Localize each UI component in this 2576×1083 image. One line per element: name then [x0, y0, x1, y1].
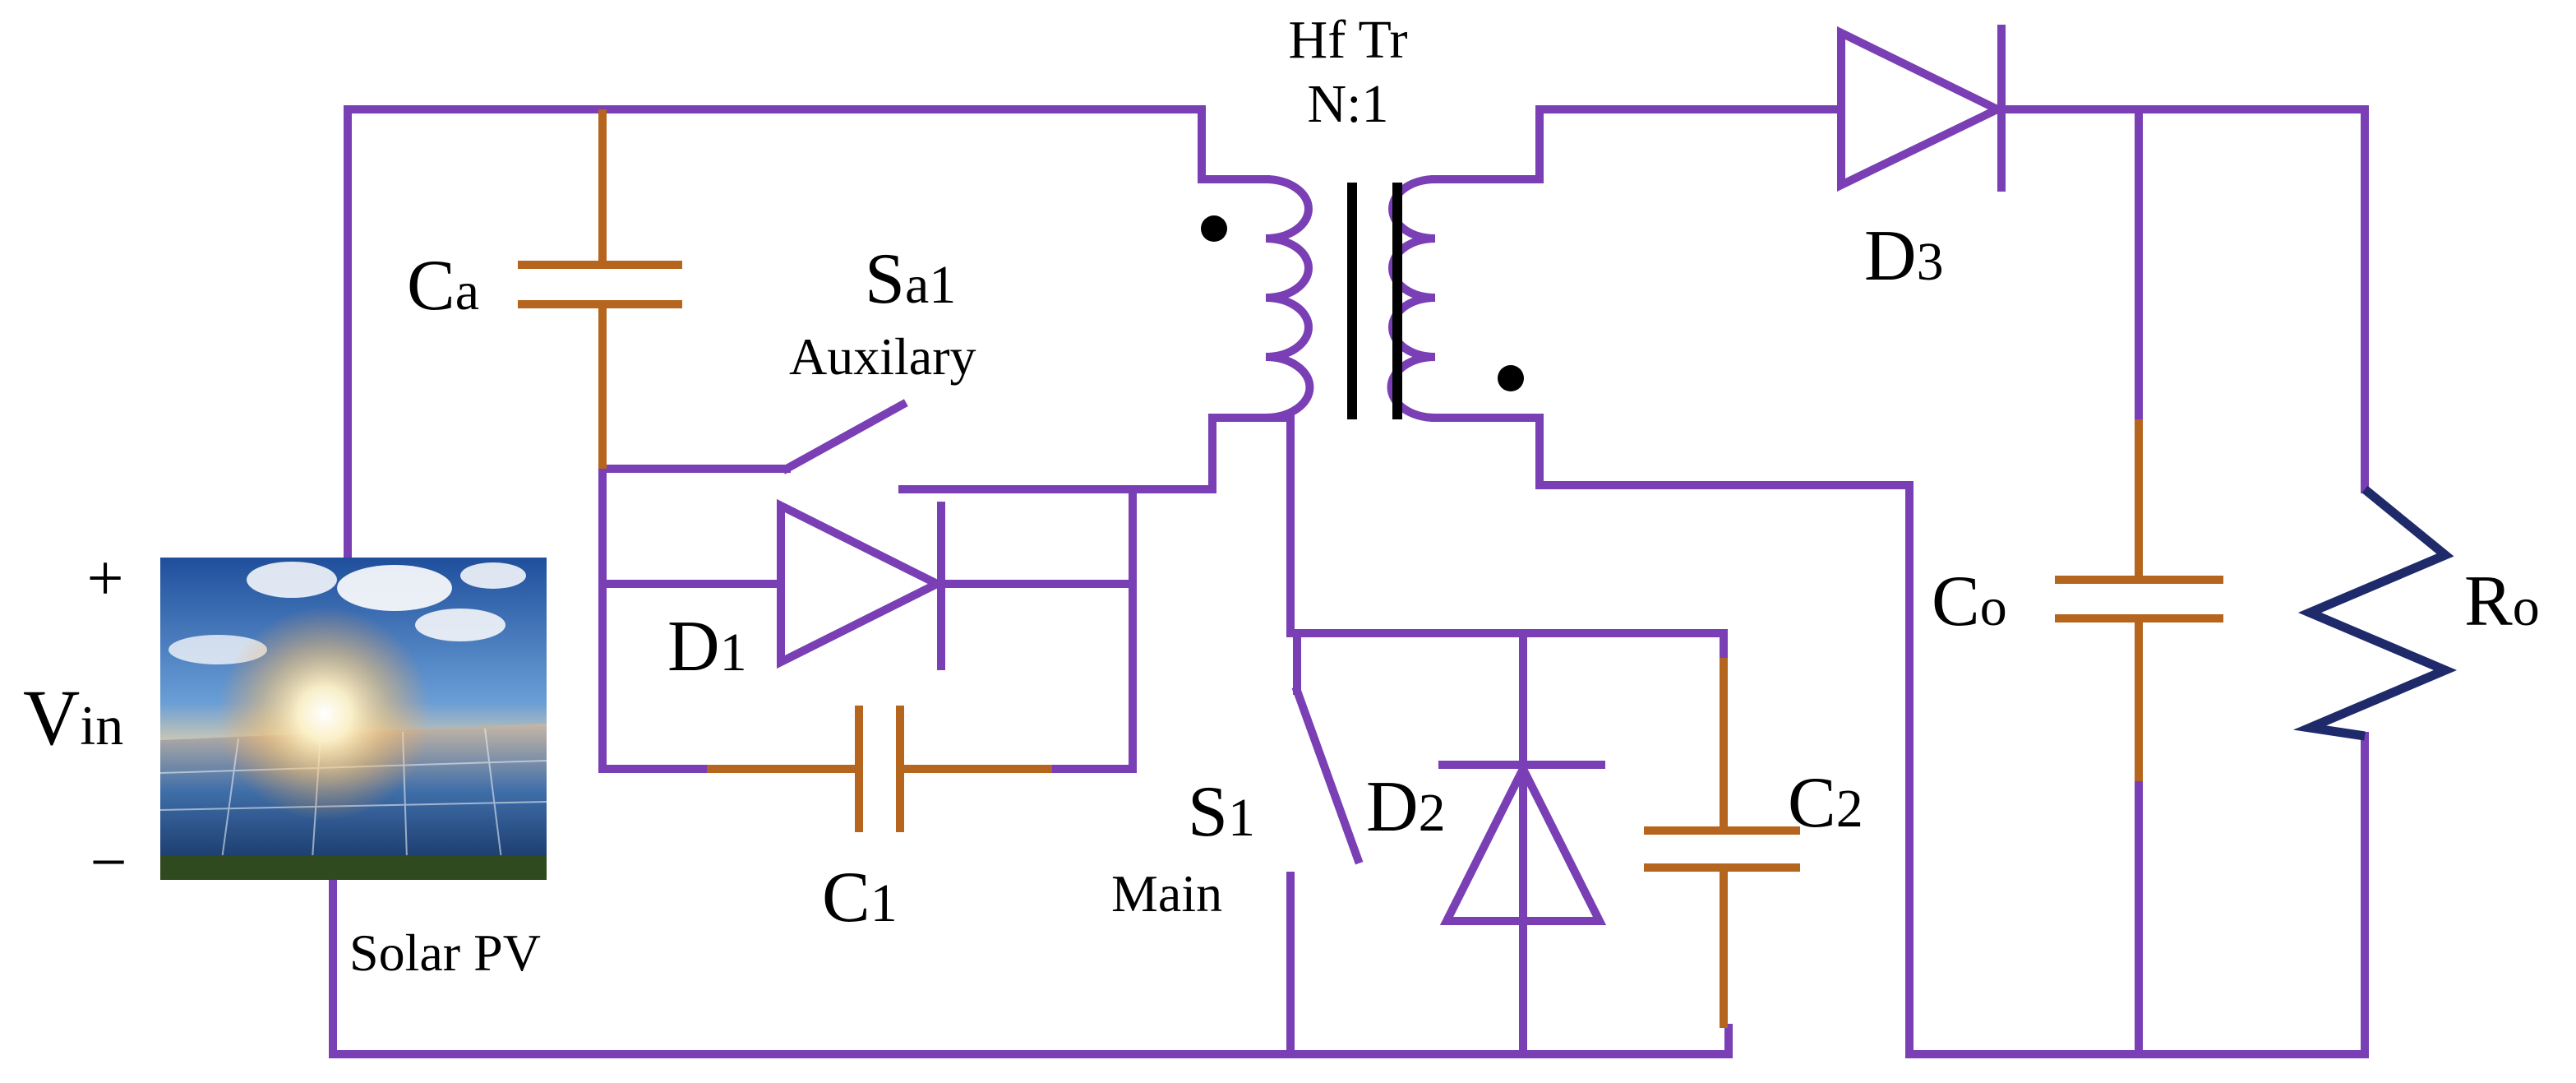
c2-label: C2 [1788, 763, 1863, 843]
solar-panel-image [159, 558, 547, 880]
secondary-dot [1498, 365, 1524, 391]
transformer-name: Hf Tr [1289, 10, 1408, 70]
sa1-label: Sa1 [865, 239, 956, 319]
c1-label: C1 [822, 858, 898, 937]
wire-s1-top [1262, 414, 1301, 695]
wire-output-top [1997, 105, 2369, 493]
primary-dot [1201, 215, 1227, 242]
capacitor-ca: Ca [407, 109, 682, 469]
minus-terminal: − [90, 826, 127, 899]
transformer-ratio: N:1 [1308, 74, 1389, 134]
primary-winding [1261, 174, 1314, 423]
wire-d2-c2-top [1293, 629, 1728, 662]
capacitor-co: Co [1932, 419, 2223, 781]
resistor-ro: Ro [2292, 485, 2540, 741]
ro-label: Ro [2464, 562, 2540, 641]
plus-terminal: + [86, 543, 123, 615]
transformer: Hf Tr N:1 [1201, 10, 1524, 423]
co-label: Co [1932, 562, 2007, 641]
diode-d3: D3 [1837, 25, 2007, 296]
switch-s1: S1 Main [1111, 685, 1364, 923]
ca-label: Ca [407, 246, 479, 326]
d1-label: D1 [667, 607, 747, 687]
s1-label: S1 [1188, 772, 1255, 852]
diode-d1: D1 [667, 498, 947, 687]
sa1-desc: Auxilary [789, 327, 976, 386]
d3-label: D3 [1864, 216, 1944, 296]
capacitor-c2: C2 [1644, 658, 1863, 1028]
wire-node-left [598, 465, 711, 773]
wire-top-primary [344, 105, 1270, 183]
solar-pv-source: + − Vin Solar PV [23, 543, 547, 982]
wire-secondary-top [1431, 105, 1845, 183]
capacitor-c1: C1 [707, 706, 1052, 937]
wire-bottom-rail [329, 874, 1733, 1058]
vin-label: Vin [23, 673, 123, 761]
wire-primary-bottom [898, 414, 1270, 493]
diode-d2: D2 [1366, 759, 1607, 925]
d2-label: D2 [1366, 767, 1446, 847]
solar-pv-label: Solar PV [349, 923, 541, 982]
s1-desc: Main [1111, 864, 1222, 923]
wire-secondary-bottom [1431, 414, 2369, 1058]
switch-sa1: Sa1 Auxilary [781, 239, 976, 474]
